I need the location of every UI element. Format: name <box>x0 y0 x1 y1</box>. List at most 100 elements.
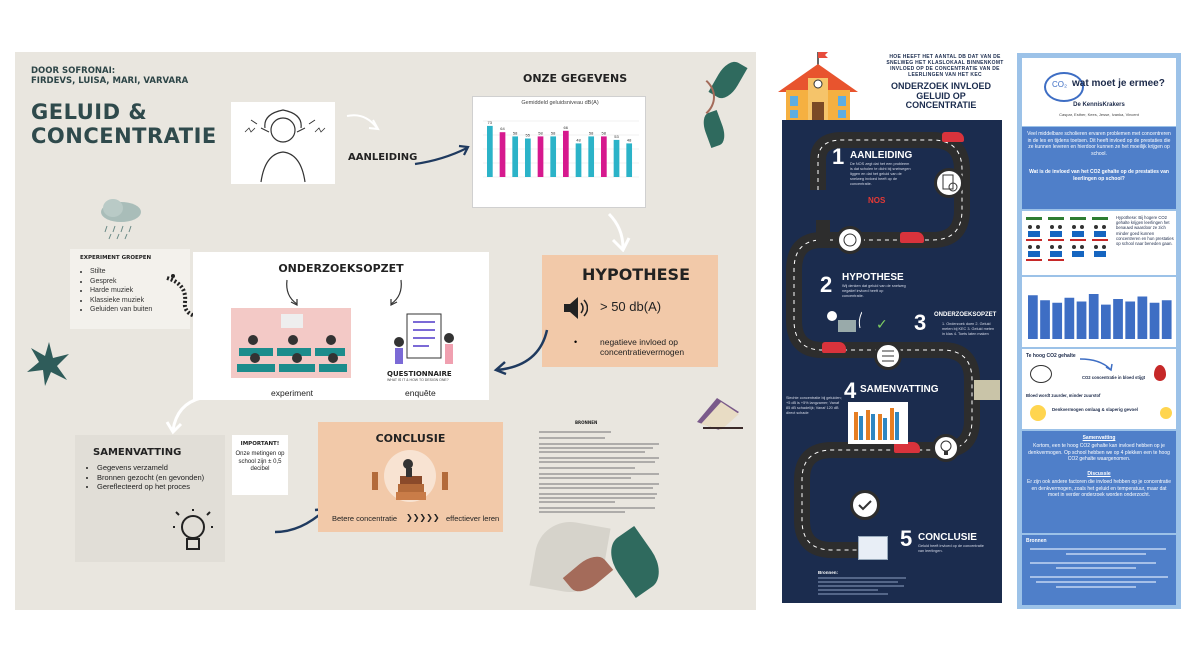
leaf-decoration <box>601 525 669 599</box>
samenvatting-text: Kortom, een te hoog CO2 gehalte kan invl… <box>1028 443 1170 462</box>
car-icon <box>942 132 964 142</box>
step-number: 4 <box>844 378 857 403</box>
data-label: 64 <box>500 126 505 131</box>
title-line: ONDERZOEK INVLOED <box>890 81 991 91</box>
chart-bar <box>575 143 582 177</box>
bronnen-heading: Bronnen <box>1026 538 1047 544</box>
arrow-icon <box>283 278 303 308</box>
co2-bar-chart <box>1028 294 1172 339</box>
bronnen-text-lines <box>818 577 906 595</box>
data-label: 58 <box>602 130 607 135</box>
data-label: 55 <box>526 133 531 138</box>
research-question: HOE HEEFT HET AANTAL DB DAT VAN DE SNELW… <box>886 54 1004 78</box>
arrow-icon <box>491 328 551 378</box>
important-heading: IMPORTANT! <box>240 441 280 447</box>
bronnen-text-lines <box>1030 548 1168 588</box>
intro-panel: Veel middelbare scholieren ervaren probl… <box>1022 127 1176 209</box>
road-path <box>786 132 980 558</box>
chart-bar <box>563 130 569 177</box>
car-icon <box>894 442 920 453</box>
step-text: Slechte concentratie bij geluiden; +5 dB… <box>786 396 842 415</box>
search-window-icon <box>858 536 888 560</box>
authors-line: FIRDEVS, LUISA, MARI, VARVARA <box>31 76 189 86</box>
chart-bar <box>613 139 620 177</box>
samenvatting-heading: SAMENVATTING <box>93 447 182 458</box>
list-item: Gereflecteerd op het proces <box>97 482 217 492</box>
poster-co2: CO₂ wat moet je ermee? De KennisKrakers … <box>1017 53 1181 609</box>
photo-icon <box>974 380 1000 400</box>
bronnen-text-lines <box>539 431 659 513</box>
sleepy-face-icon <box>1030 405 1046 421</box>
flow-panel: Te hoog CO2 gehalte CO2 concentratie in … <box>1022 349 1176 429</box>
lightbulb-icon <box>932 434 960 462</box>
data-label: 58 <box>589 130 594 135</box>
step-number: 5 <box>900 526 913 551</box>
important-box: IMPORTANT! Onze metingen op school zijn … <box>232 435 288 495</box>
car-icon <box>900 232 924 243</box>
conclusie-left: Betere concentratie <box>332 514 398 523</box>
conclusie-right: effectiever leren <box>446 514 500 523</box>
flow-step: Bloed wordt zuurder, minder zuurstof <box>1026 393 1101 398</box>
step-number: 3 <box>914 310 927 335</box>
person-laptop-icon <box>822 308 863 334</box>
books-illustration <box>360 448 460 504</box>
flow-step: Denkvermogen omlaag & slaperig gevoel <box>1052 407 1138 412</box>
hypothese-value: > 50 db(A) <box>600 299 662 314</box>
step-text: Wij denken dat geluid van de snelweg neg… <box>842 284 906 298</box>
step-heading: SAMENVATTING <box>860 384 939 395</box>
data-label: 58 <box>513 130 518 135</box>
list-item: Stilte <box>90 267 152 277</box>
chart-title: Gemiddeld geluidsniveau dB(A) <box>521 100 599 106</box>
title-line: GELUID & <box>31 100 148 124</box>
document-search-icon <box>934 168 964 198</box>
poster-geluid-concentratie: DOOR SOFRONAI: FIRDEVS, LUISA, MARI, VAR… <box>15 52 756 610</box>
onze-gegevens-heading: ONZE GEGEVENS <box>523 72 628 85</box>
arrow-icon <box>385 278 405 308</box>
conclusie-box: CONCLUSIE Betere concentratie ❯❯❯❯❯ effe… <box>318 422 503 532</box>
aanleiding-illustration <box>231 102 335 184</box>
star-decoration <box>27 342 71 386</box>
discussie-heading: Discussie <box>1087 471 1111 477</box>
co2-cloud-icon <box>1044 72 1084 102</box>
data-label: 48 <box>576 137 581 142</box>
flow-step: CO2 concentratie in bloed stijgt <box>1082 375 1146 380</box>
chart-bar <box>1088 294 1099 339</box>
data-label: 58 <box>551 130 556 135</box>
samenvatting-list: Gegevens verzameld Bronnen gezocht (en g… <box>97 463 217 492</box>
data-label: 48 <box>627 137 632 142</box>
list-item: Bronnen gezocht (en gevonden) <box>97 473 217 483</box>
data-label: 66 <box>564 125 569 130</box>
questionnaire-title: QUESTIONNAIRE <box>387 370 452 378</box>
chart-bar <box>588 136 595 177</box>
school-icon <box>778 52 858 122</box>
sleepy-face-icon <box>1160 407 1172 419</box>
chart-bar <box>1076 301 1087 339</box>
experiment-groepen-heading: EXPERIMENT GROEPEN <box>80 255 152 261</box>
books-icon <box>693 392 743 432</box>
step-number: 1 <box>832 144 845 169</box>
people-groups-graphic <box>1026 217 1108 261</box>
tape-icon <box>836 226 864 254</box>
title-line: GELUID OP <box>916 90 966 101</box>
check-icon <box>850 490 880 520</box>
chart-bar <box>1125 301 1136 339</box>
chart-bar <box>512 136 519 177</box>
hypothese-bullet: negatieve invloed op concentratievermoge… <box>600 337 685 357</box>
chart-bar <box>1137 296 1148 339</box>
step-heading: CONCLUSIE <box>918 532 977 543</box>
chart-bar <box>1064 297 1075 339</box>
experiment-label: experiment <box>271 388 314 398</box>
cloud-icon <box>1030 365 1052 383</box>
team-name: De KennisKrakers <box>1073 102 1125 108</box>
bronnen-section: BRONNEN <box>535 420 661 520</box>
chart-bar <box>1113 299 1123 339</box>
nos-logo: NOS <box>868 196 886 205</box>
list-item: Gesprek <box>90 277 152 287</box>
list-item: Gegevens verzameld <box>97 463 217 473</box>
list-item: Harde muziek <box>90 286 152 296</box>
chart-bar <box>499 132 506 177</box>
poster-onderzoek-geluid: HOE HEEFT HET AANTAL DB DAT VAN DE SNELW… <box>778 52 1006 605</box>
page-title: GELUID & CONCENTRATIE <box>31 100 217 148</box>
hypothese-text: Hypothese: Bij hogere CO2 gehalte krijge… <box>1116 215 1174 247</box>
